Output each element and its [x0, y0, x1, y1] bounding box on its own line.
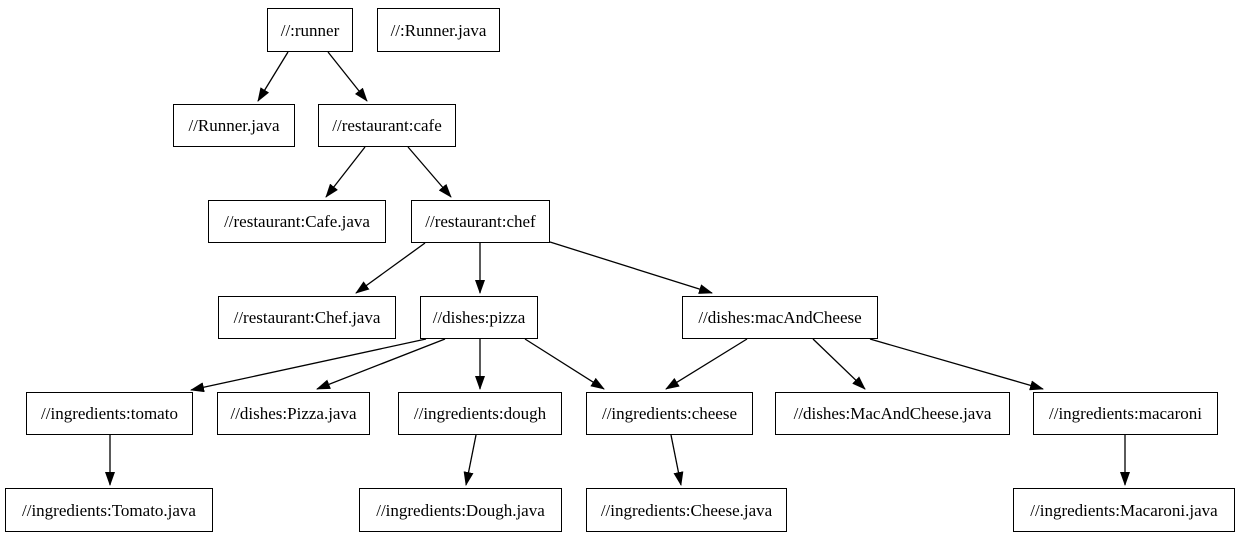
edge-chef-to-mac-and-cheese — [549, 241, 713, 294]
edge-mac-and-cheese-to-cheese — [665, 338, 748, 390]
node-tomato: //ingredients:tomato — [26, 392, 193, 435]
edge-dough-to-dough-java — [463, 434, 477, 486]
edge-mac-and-cheese-to-macaroni — [869, 338, 1044, 391]
node-pizza: //dishes:pizza — [420, 296, 538, 339]
node-cheese-java: //ingredients:Cheese.java — [586, 488, 787, 532]
node-mac-and-cheese: //dishes:macAndCheese — [682, 296, 878, 339]
node-runner-java-top: //:Runner.java — [377, 8, 500, 52]
node-macaroni: //ingredients:macaroni — [1033, 392, 1218, 435]
node-cheese: //ingredients:cheese — [586, 392, 753, 435]
node-dough-java: //ingredients:Dough.java — [359, 488, 562, 532]
edge-runner-to-runner-java — [257, 51, 289, 102]
edge-mac-and-cheese-to-mac-and-cheese-java — [812, 338, 866, 390]
edge-cafe-to-chef — [407, 146, 452, 198]
node-cafe-java: //restaurant:Cafe.java — [208, 200, 386, 243]
node-chef: //restaurant:chef — [411, 200, 550, 243]
node-runner: //:runner — [267, 8, 353, 52]
edge-cafe-to-cafe-java — [325, 146, 366, 198]
edge-group — [105, 51, 1130, 486]
edge-pizza-to-tomato — [190, 338, 427, 393]
edge-cheese-to-cheese-java — [670, 434, 684, 486]
edge-chef-to-chef-java — [355, 242, 426, 294]
node-macaroni-java: //ingredients:Macaroni.java — [1013, 488, 1235, 532]
node-cafe: //restaurant:cafe — [318, 104, 456, 147]
edge-pizza-to-cheese — [524, 338, 605, 390]
node-chef-java: //restaurant:Chef.java — [218, 296, 396, 339]
edge-runner-to-cafe — [327, 51, 368, 102]
edge-pizza-to-pizza-java — [316, 338, 446, 390]
node-runner-java: //Runner.java — [173, 104, 295, 147]
node-pizza-java: //dishes:Pizza.java — [217, 392, 370, 435]
node-dough: //ingredients:dough — [398, 392, 562, 435]
node-mac-and-cheese-java: //dishes:MacAndCheese.java — [775, 392, 1010, 435]
node-tomato-java: //ingredients:Tomato.java — [5, 488, 213, 532]
